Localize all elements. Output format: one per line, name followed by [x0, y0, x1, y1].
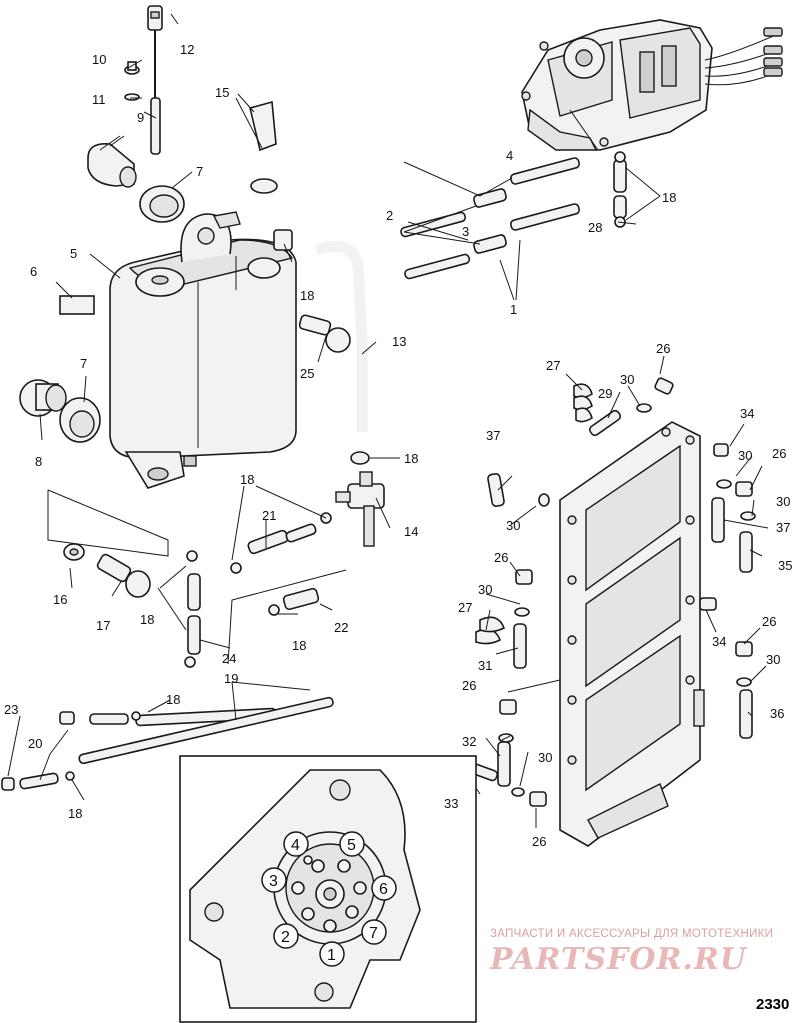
diagram-id: 2330: [756, 996, 790, 1013]
callout-13: 13: [392, 334, 406, 349]
oil-tank: [109, 211, 297, 489]
callout-11: 11: [92, 92, 106, 107]
callout-18-left: 18: [140, 612, 154, 627]
callout-36: 36: [770, 706, 784, 721]
callout-26-top: 26: [656, 341, 670, 356]
callout-4: 4: [506, 148, 513, 163]
leader-lines: [7, 13, 769, 828]
inset-callout-2: 2: [281, 929, 290, 946]
callout-37-right: 37: [776, 520, 790, 535]
inset-callout-numbers: 4 5 3 6 2 7 1: [269, 837, 388, 964]
callout-1: 1: [510, 302, 517, 317]
callout-26-right: 26: [762, 614, 776, 629]
pump-hoses: [400, 151, 627, 280]
callout-34-lower: 34: [712, 634, 726, 649]
callout-30-left: 30: [506, 518, 520, 533]
sensor-stack: [87, 5, 163, 188]
callout-30-bottom: 30: [538, 750, 552, 765]
callout-26-mid: 26: [462, 678, 476, 693]
callout-18-bottom: 18: [68, 806, 82, 821]
callout-18-line: 18: [166, 692, 180, 707]
callout-29: 29: [598, 386, 612, 401]
callout-26-bottom: 26: [532, 834, 546, 849]
callout-28: 28: [588, 220, 602, 235]
cover-plate: [559, 421, 705, 847]
callout-23: 23: [4, 702, 18, 717]
callout-24: 24: [222, 651, 236, 666]
callout-9: 9: [137, 110, 144, 125]
label-tag: [59, 295, 95, 315]
callout-26-left: 26: [494, 550, 508, 565]
callout-7-upper: 7: [196, 164, 203, 179]
callout-37-left: 37: [486, 428, 500, 443]
callout-18-tubes: 18: [240, 472, 254, 487]
drain-plug-lower: [19, 379, 101, 443]
callout-32: 32: [462, 734, 476, 749]
callout-21: 21: [262, 508, 276, 523]
callout-18-tee: 18: [404, 451, 418, 466]
callout-27-upper: 27: [546, 358, 560, 373]
inset-callout-7: 7: [369, 925, 378, 942]
watermark-brand: PARTSFOR.RU: [490, 942, 747, 977]
clip: [273, 229, 293, 251]
inset-callout-circles: [261, 831, 397, 967]
callout-labels: 12 10 11 9 15 7 5 6 18 7 8 13 25 18 14 1…: [4, 42, 792, 849]
callout-30-right: 30: [776, 494, 790, 509]
callout-30-upper: 30: [738, 448, 752, 463]
callout-18-pump: 18: [662, 190, 676, 205]
tee-fitting: [335, 451, 385, 547]
callout-31: 31: [478, 658, 492, 673]
callout-7-lower: 7: [80, 356, 87, 371]
fuel-line-assembly: [1, 696, 334, 791]
inset-callout-1: 1: [327, 947, 336, 964]
callout-20: 20: [28, 736, 42, 751]
callout-17: 17: [96, 618, 110, 633]
callout-27-lower: 27: [458, 600, 472, 615]
callout-2: 2: [386, 208, 393, 223]
callout-22: 22: [334, 620, 348, 635]
callout-6: 6: [30, 264, 37, 279]
callout-3: 3: [462, 224, 469, 239]
callout-16: 16: [53, 592, 67, 607]
filler-cap: [249, 100, 278, 194]
callout-10: 10: [92, 52, 106, 67]
callout-18-mid: 18: [292, 638, 306, 653]
inset-detail: [179, 755, 477, 1023]
callout-15: 15: [215, 85, 229, 100]
callout-25: 25: [300, 366, 314, 381]
callout-30-mid: 30: [478, 582, 492, 597]
inset-callout-4: 4: [291, 837, 300, 854]
callout-34-upper: 34: [740, 406, 754, 421]
callout-26-upper: 26: [772, 446, 786, 461]
callout-33: 33: [444, 796, 458, 811]
fuel-pump-assembly: [521, 19, 783, 151]
inset-callout-5: 5: [347, 837, 356, 854]
callout-12: 12: [180, 42, 194, 57]
inset-callout-3: 3: [269, 873, 278, 890]
inset-callout-6: 6: [379, 881, 388, 898]
callout-18-tank: 18: [300, 288, 314, 303]
watermark-tagline: ЗАПЧАСТИ И АКСЕССУАРЫ ДЛЯ МОТОТЕХНИКИ: [490, 928, 774, 940]
fitting-25: [298, 314, 351, 353]
drain-plug-upper: [139, 185, 185, 223]
washer-and-bolt: [63, 543, 151, 598]
callout-30-top: 30: [620, 372, 634, 387]
callout-19: 19: [224, 671, 238, 686]
callout-8: 8: [35, 454, 42, 469]
callout-14: 14: [404, 524, 418, 539]
small-tubes: [184, 512, 332, 668]
callout-35: 35: [778, 558, 792, 573]
callout-5: 5: [70, 246, 77, 261]
callout-30-right-low: 30: [766, 652, 780, 667]
